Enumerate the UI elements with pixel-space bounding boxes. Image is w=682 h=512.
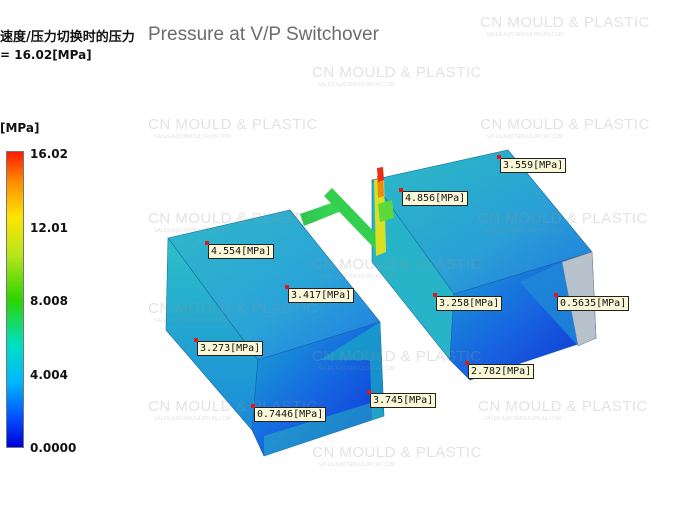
probe-label[interactable]: 4.554[MPa] (204, 241, 275, 259)
probe-label[interactable]: 3.258[MPa] (432, 293, 503, 311)
legend-tick-mid: 8.008 (30, 294, 68, 308)
right-part[interactable] (371, 149, 597, 381)
left-part[interactable] (165, 209, 385, 457)
legend-tick-lower: 4.004 (30, 368, 68, 382)
result-title: Pressure at V/P Switchover (148, 24, 379, 45)
result-title-chinese: 速度/压力切换时的压力 (0, 30, 135, 45)
probe-label[interactable]: 3.273[MPa] (193, 338, 264, 356)
max-value-readout: = 16.02[MPa] (0, 48, 92, 62)
probe-label[interactable]: 4.856[MPa] (398, 188, 469, 206)
probe-label[interactable]: 3.745[MPa] (366, 390, 437, 408)
legend-tick-upper: 12.01 (30, 221, 68, 235)
legend-colorbar (6, 151, 24, 448)
probe-label[interactable]: 0.7446[MPa] (250, 404, 327, 422)
probe-label[interactable]: 0.5635[MPa] (553, 293, 630, 311)
legend-tick-min: 0.0000 (30, 441, 77, 455)
probe-label[interactable]: 3.417[MPa] (284, 285, 355, 303)
runner-system[interactable] (300, 167, 394, 256)
probe-label[interactable]: 3.559[MPa] (496, 155, 567, 173)
probe-label[interactable]: 2.782[MPa] (464, 361, 535, 379)
legend-tick-max: 16.02 (30, 147, 68, 161)
legend-unit: [MPa] (0, 121, 40, 135)
